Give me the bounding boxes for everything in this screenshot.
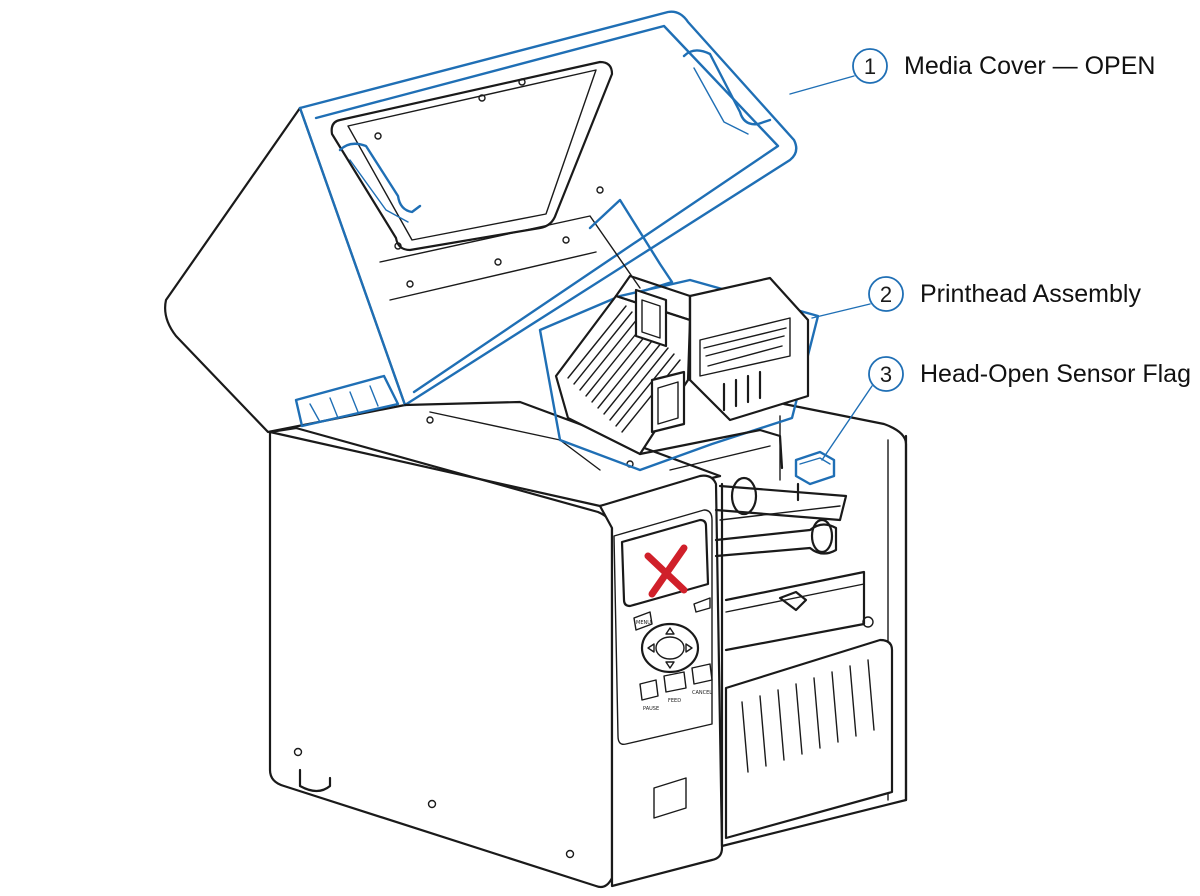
callout-3-circle (868, 356, 904, 392)
callout-2-label: Printhead Assembly (920, 280, 1141, 308)
feed-button-label: FEED (668, 698, 681, 704)
callout-2: 2 Printhead Assembly (811, 276, 1141, 319)
pause-button-label: PAUSE (643, 706, 659, 712)
callout-1-label: Media Cover — OPEN (904, 52, 1155, 80)
callout-1-circle (852, 48, 888, 84)
x-mark-icon (644, 544, 688, 598)
cancel-button-label: CANCEL (692, 690, 712, 696)
nav-pad[interactable] (640, 622, 700, 674)
printhead-assembly (538, 274, 820, 472)
callout-1: 1 Media Cover — OPEN (789, 48, 1155, 95)
menu-button-label: MENU (636, 620, 651, 626)
soft-button-right[interactable] (693, 597, 711, 613)
callout-2-circle (868, 276, 904, 312)
feed-button[interactable]: FEED (663, 671, 687, 704)
cancel-button[interactable]: CANCEL (691, 663, 713, 696)
callout-3: 3 Head-Open Sensor Flag (821, 356, 1191, 461)
media-cover (164, 10, 798, 434)
control-panel: MENU PAUSE FEED CANCEL (620, 518, 713, 712)
callout-3-label: Head-Open Sensor Flag (920, 360, 1191, 388)
callout-1-number: 1 (864, 54, 876, 79)
callout-3-number: 3 (880, 362, 892, 387)
menu-button[interactable] (633, 611, 653, 631)
pause-button[interactable]: PAUSE (639, 679, 659, 712)
callout-2-number: 2 (880, 282, 892, 307)
printer-body (268, 400, 908, 889)
sensor-flag (794, 450, 836, 502)
